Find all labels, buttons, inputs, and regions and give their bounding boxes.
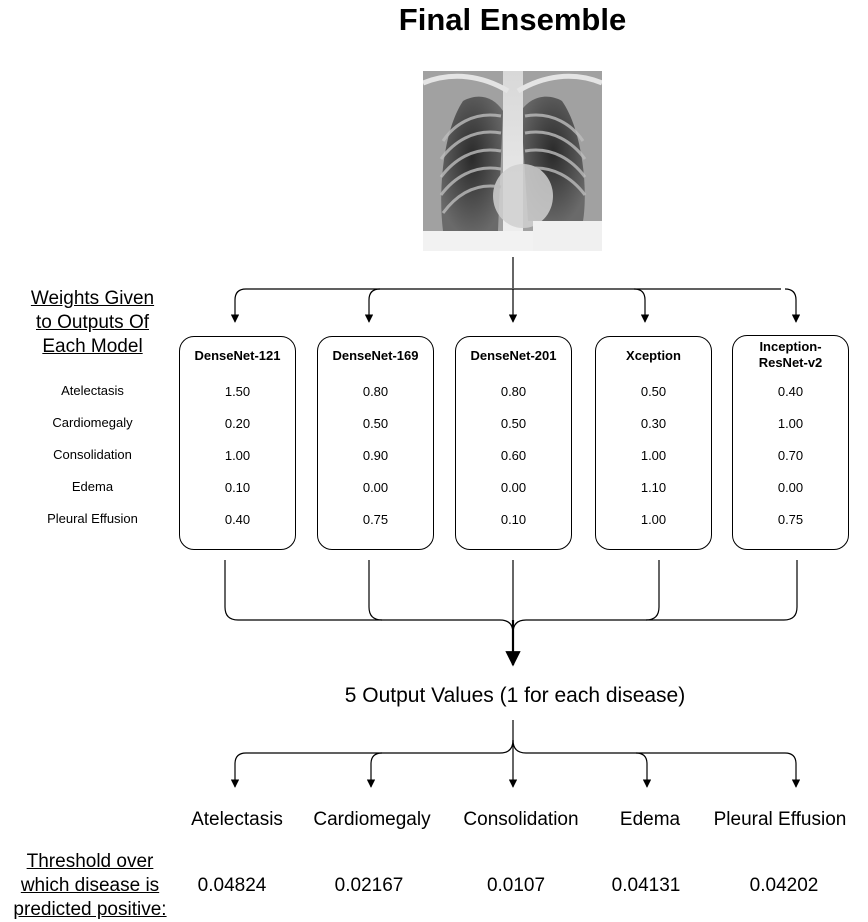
disease-label-consolidation: Consolidation [463,809,579,830]
weight-value: 1.00 [777,416,804,431]
threshold-value-atelectasis: 0.04824 [197,875,267,896]
model-box-densenet-201: DenseNet-201 0.80 0.50 0.60 0.00 0.10 [455,336,572,550]
row-label-atelectasis: Atelectasis [61,383,124,398]
weight-value: 1.00 [224,448,251,463]
weight-value: 0.40 [224,512,251,527]
disease-label-cardiomegaly: Cardiomegaly [313,809,431,830]
weights-label: Weights Given to Outputs Of Each Model [30,288,155,357]
weight-value: 0.75 [362,512,389,527]
weight-value: 0.00 [777,480,804,495]
weight-value: 0.50 [362,416,389,431]
chest-xray-image [423,71,602,251]
disease-label-atelectasis: Atelectasis [191,809,283,830]
diagram-title: Final Ensemble [398,2,627,37]
weight-value: 1.00 [640,512,667,527]
weight-value: 0.10 [224,480,251,495]
weight-value: 0.20 [224,416,251,431]
weight-value: 0.90 [362,448,389,463]
disease-label-pleural-effusion: Pleural Effusion [713,809,847,830]
weight-value: 1.00 [640,448,667,463]
weight-value: 1.10 [640,480,667,495]
weight-value: 0.40 [777,384,804,399]
row-label-edema: Edema [71,479,114,494]
weight-value: 0.80 [362,384,389,399]
row-label-pleural-effusion: Pleural Effusion [47,511,138,526]
weight-value: 0.30 [640,416,667,431]
weight-value: 0.75 [777,512,804,527]
model-name: Xception [626,348,681,363]
weight-value: 0.50 [500,416,527,431]
disease-label-edema: Edema [619,809,681,830]
model-box-densenet-121: DenseNet-121 1.50 0.20 1.00 0.10 0.40 [179,336,296,550]
row-label-consolidation: Consolidation [53,447,132,462]
model-box-xception: Xception 0.50 0.30 1.00 1.10 1.00 [595,336,712,550]
weight-value: 0.70 [777,448,804,463]
weight-value: 0.60 [500,448,527,463]
weight-value: 1.50 [224,384,251,399]
row-label-cardiomegaly: Cardiomegaly [52,415,133,430]
threshold-value-cardiomegaly: 0.02167 [334,875,404,896]
model-name: Inception- ResNet-v2 [758,339,823,370]
weight-value: 0.00 [500,480,527,495]
threshold-value-pleural-effusion: 0.04202 [749,875,819,896]
weight-value: 0.50 [640,384,667,399]
model-name: DenseNet-169 [332,348,419,363]
model-name: DenseNet-121 [194,348,281,363]
weight-value: 0.80 [500,384,527,399]
model-box-densenet-169: DenseNet-169 0.80 0.50 0.90 0.00 0.75 [317,336,434,550]
threshold-value-edema: 0.04131 [611,875,681,896]
model-name: DenseNet-201 [470,348,557,363]
weight-value: 0.10 [500,512,527,527]
threshold-value-consolidation: 0.0107 [486,875,546,896]
output-values-label: 5 Output Values (1 for each disease) [344,684,686,707]
threshold-label: Threshold over which disease is predicte… [13,851,167,920]
model-box-inception-resnet-v2: Inception- ResNet-v2 0.40 1.00 0.70 0.00… [732,335,849,550]
weight-value: 0.00 [362,480,389,495]
